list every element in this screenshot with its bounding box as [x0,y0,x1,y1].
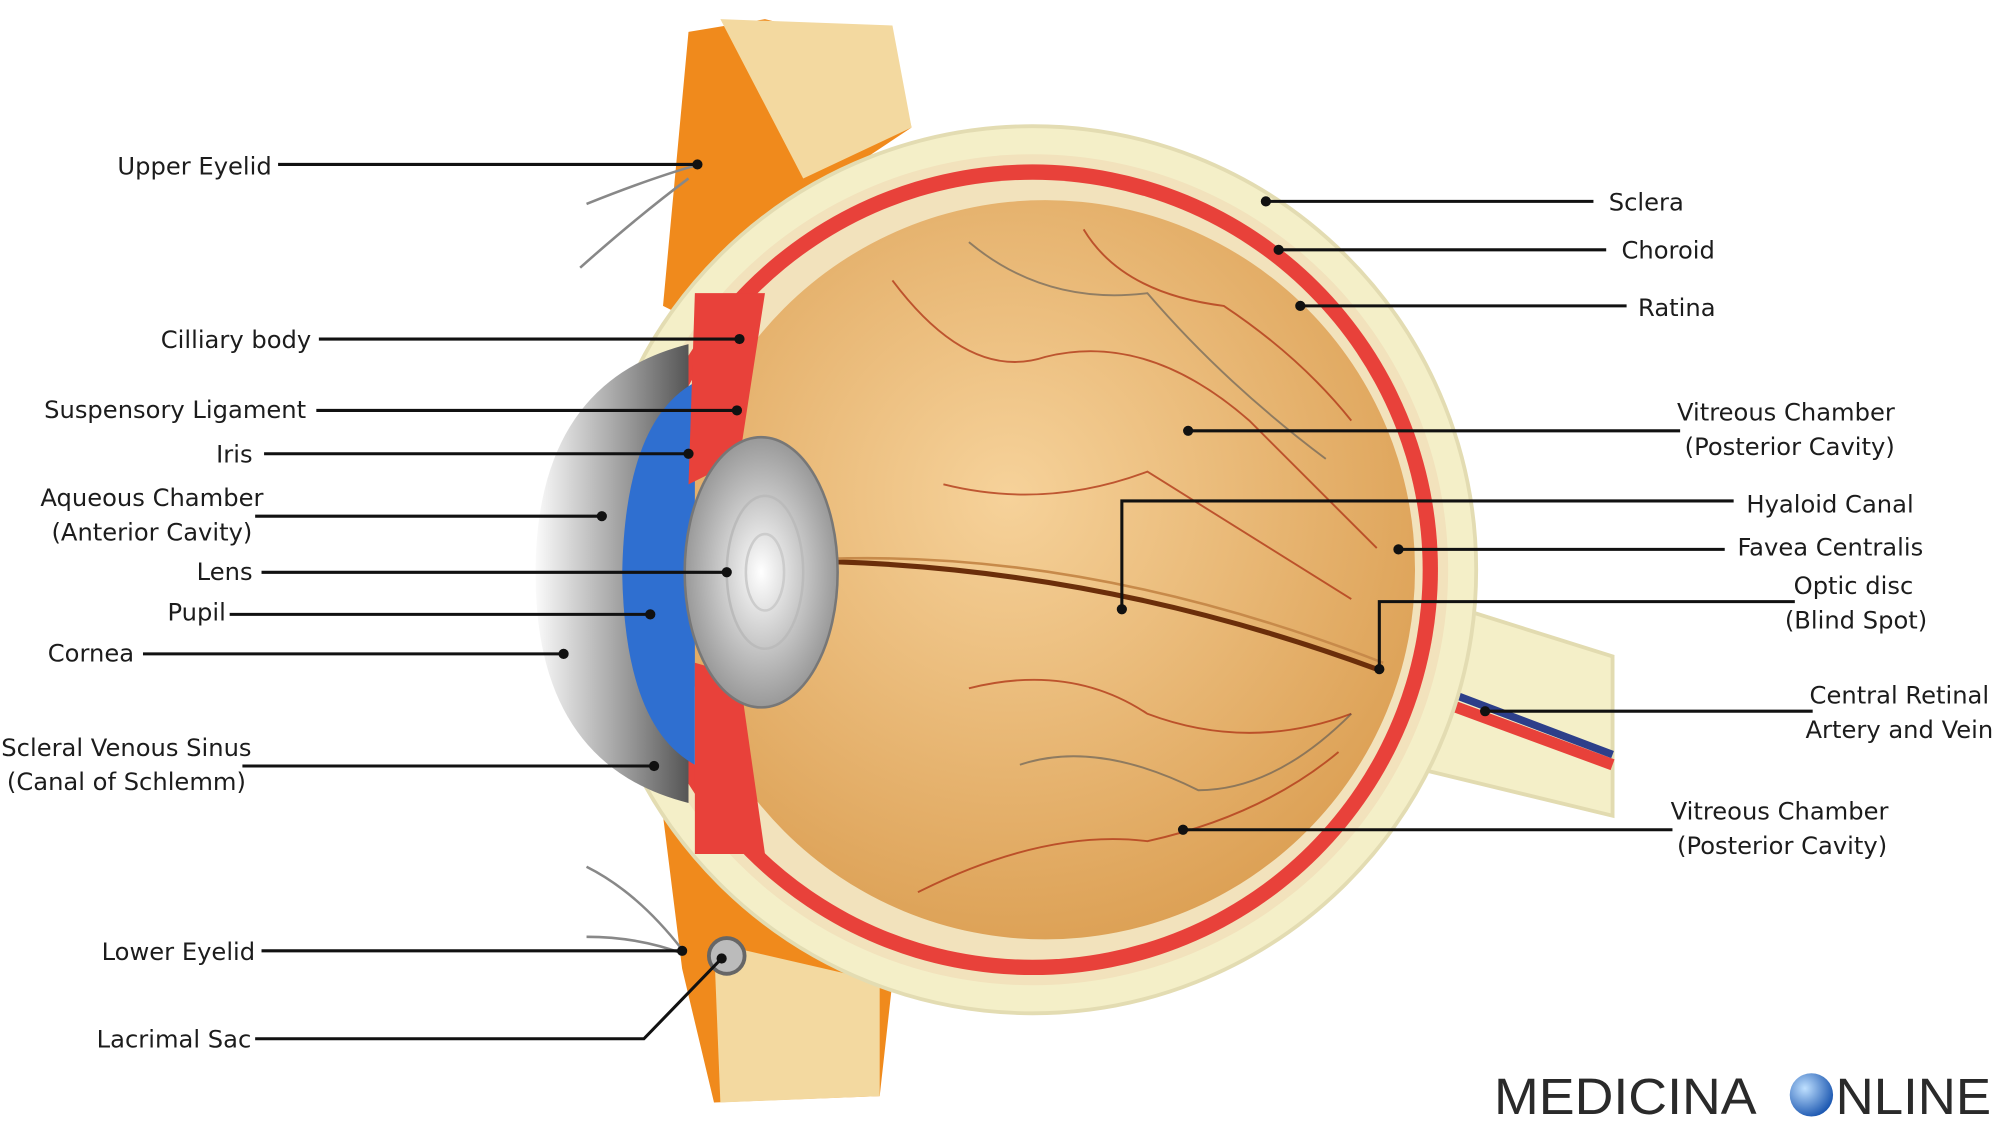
label-vitreous-chamber-lower: Vitreous Chamber [1671,798,1889,826]
left-leaders [142,159,745,1041]
watermark-medicina: MEDICINA [1494,1068,1757,1125]
watermark-logo: MEDICINA NLINE [1494,1068,1991,1125]
label-choroid: Choroid [1621,237,1714,265]
label-suspensory-ligament: Suspensory Ligament [44,396,306,424]
label-fovea-centralis: Favea Centralis [1737,534,1923,562]
label-upper-eyelid: Upper Eyelid [117,153,271,181]
label-scleral-venous-sinus: Scleral Venous Sinus [1,734,251,762]
label-posterior-cavity-lower: (Posterior Cavity) [1677,832,1887,860]
label-retina: Ratina [1638,294,1716,322]
label-vitreous-chamber-upper: Vitreous Chamber [1677,399,1895,427]
label-aqueous-chamber: Aqueous Chamber [40,484,263,512]
eyeball [587,124,1479,1016]
label-cilliary-body: Cilliary body [161,326,311,354]
label-hyaloid-canal: Hyaloid Canal [1746,490,1913,518]
label-central-retinal: Central Retinal [1810,682,1990,710]
label-lower-eyelid: Lower Eyelid [102,938,256,966]
label-iris: Iris [216,441,252,469]
label-lens: Lens [197,558,253,586]
globe-icon [1789,1073,1834,1117]
label-canal-of-schlemm: (Canal of Schlemm) [7,768,246,796]
label-optic-disc: Optic disc [1794,572,1914,600]
watermark-online: NLINE [1836,1068,1991,1125]
label-artery-and-vein: Artery and Vein [1805,716,1993,744]
label-anterior-cavity: (Anterior Cavity) [51,518,252,546]
label-posterior-cavity-upper: (Posterior Cavity) [1685,433,1895,461]
label-sclera: Sclera [1609,188,1684,216]
label-blind-spot: (Blind Spot) [1785,606,1927,634]
label-pupil: Pupil [168,599,226,627]
right-leaders [1116,196,1813,835]
label-lacrimal-sac: Lacrimal Sac [97,1026,252,1054]
label-cornea: Cornea [48,640,134,668]
